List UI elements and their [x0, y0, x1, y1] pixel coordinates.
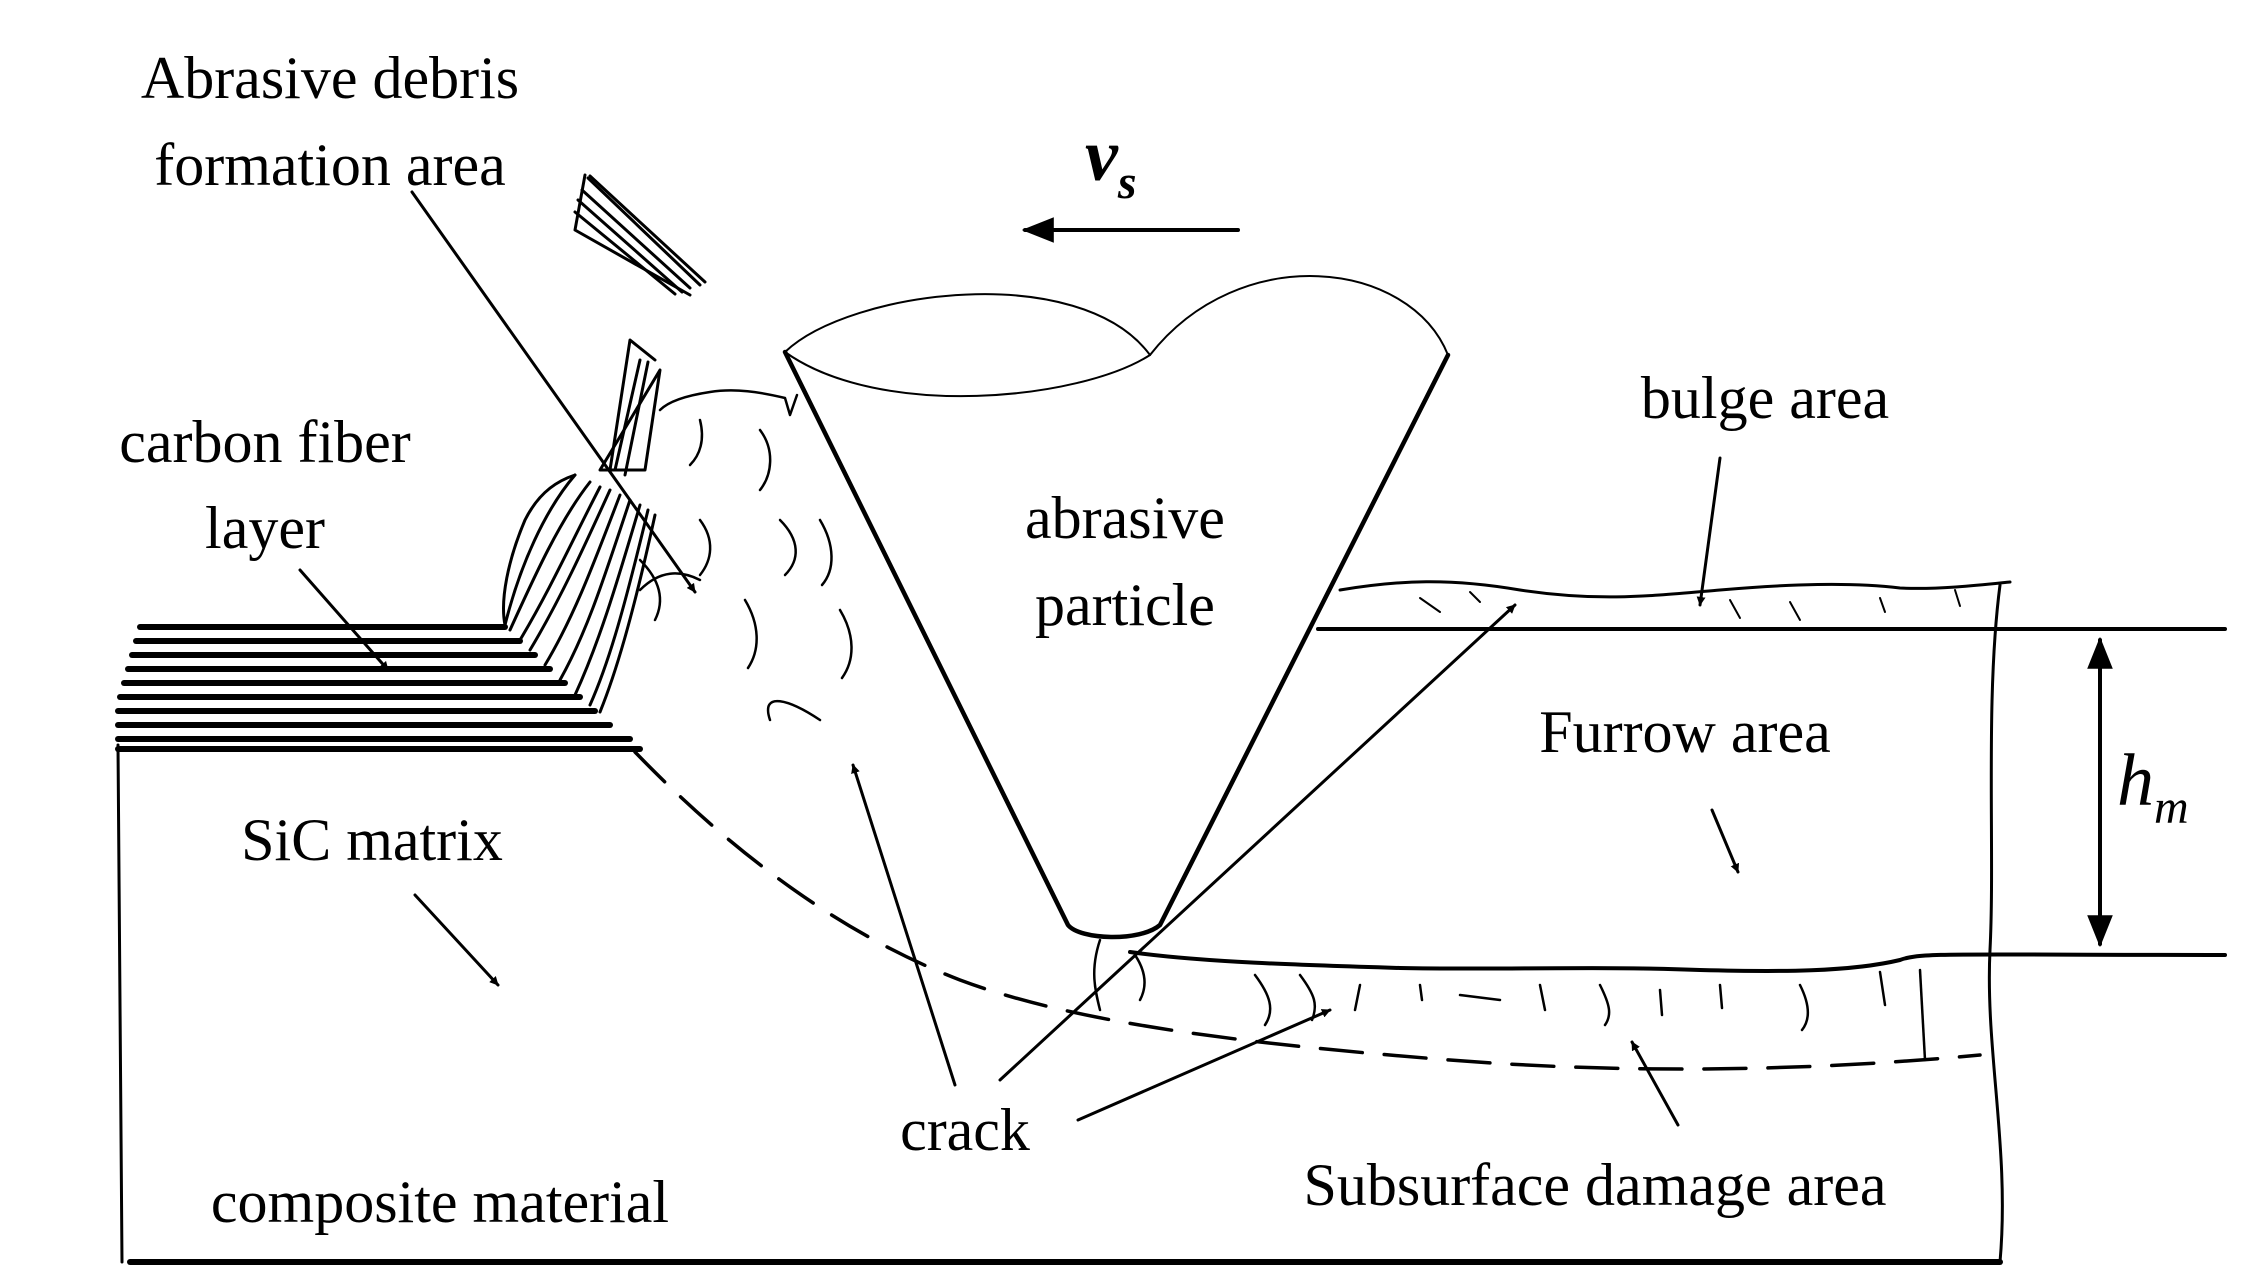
arrow-sic [413, 893, 500, 987]
label-furrow: Furrow area [1539, 699, 1831, 765]
label-debris-1: Abrasive debris [141, 45, 519, 111]
label-bulge: bulge area [1641, 365, 1889, 431]
arrow-debris [410, 190, 697, 594]
chip-mound [638, 389, 853, 722]
bulge-area [1338, 580, 2012, 621]
fiber-bundle [502, 338, 662, 714]
label-depth: hm [2117, 740, 2189, 834]
label-composite: composite material [211, 1169, 669, 1235]
debris-bundle [573, 173, 707, 297]
label-abrasive-2: particle [1035, 572, 1215, 638]
arrow-crack-1 [851, 763, 957, 1087]
label-crack: crack [900, 1097, 1030, 1163]
label-carbon-2: layer [205, 495, 325, 561]
arrow-crack-3 [1076, 1008, 1332, 1122]
leader-arrows [298, 190, 1740, 1127]
label-subsurface: Subsurface damage area [1303, 1152, 1886, 1218]
arrow-furrow [1710, 808, 1740, 874]
surface-lines [1128, 627, 2227, 973]
arrow-subsurface [1630, 1040, 1680, 1127]
label-abrasive-1: abrasive [1025, 485, 1225, 551]
label-sic: SiC matrix [241, 807, 503, 873]
label-velocity: vs [1085, 115, 1137, 209]
subsurface-cracks [1092, 938, 1927, 1062]
arrow-crack-2 [998, 603, 1517, 1082]
label-carbon-1: carbon fiber [119, 409, 411, 475]
label-debris-2: formation area [154, 132, 505, 198]
carbon-fiber-layer [115, 624, 643, 752]
abrasive-particle [782, 275, 1451, 940]
subsurface-boundary [633, 750, 1982, 1071]
workpiece-body [116, 583, 2004, 1265]
arrow-bulge [1696, 456, 1722, 607]
arrow-carbon [298, 568, 390, 672]
